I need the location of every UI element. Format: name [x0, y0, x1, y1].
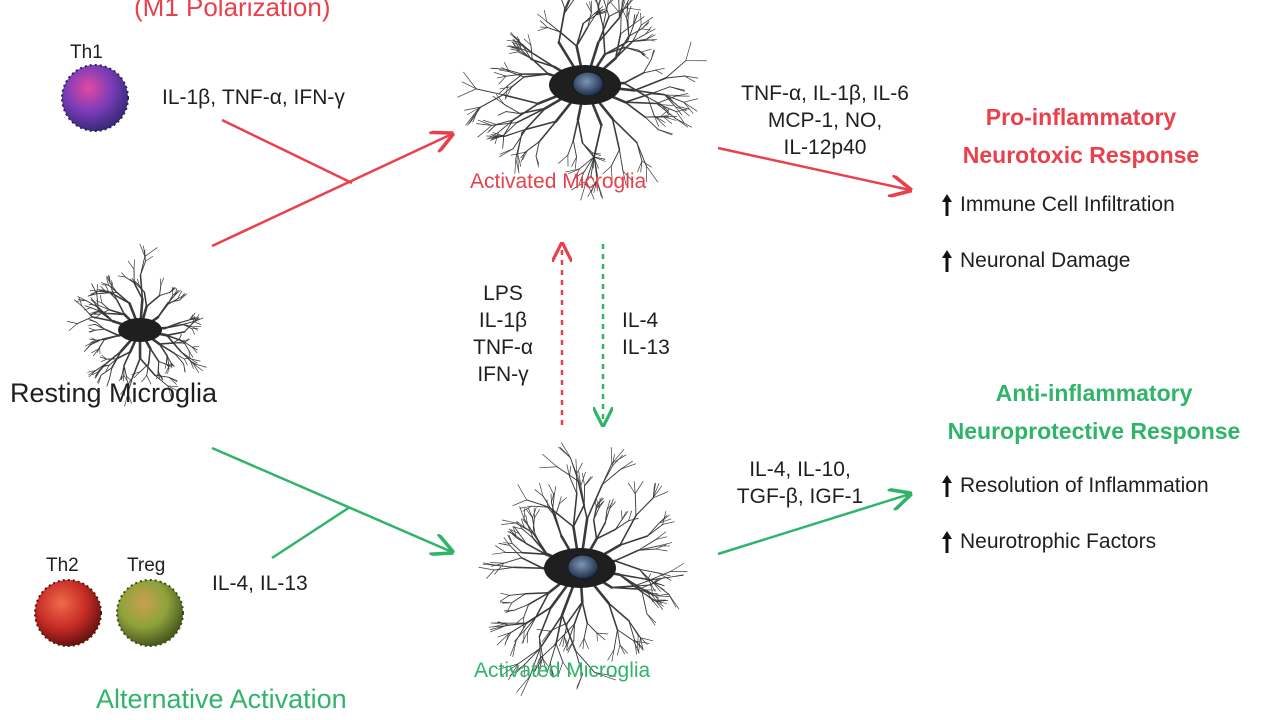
up-arrow-icon	[942, 250, 952, 272]
pro-inflammatory-title-line: Pro-inflammatory	[985, 104, 1177, 130]
th1-cell-sphere-icon	[61, 64, 129, 132]
to-m1-stimulus: IL-1β	[478, 309, 528, 332]
up-arrow-icon	[942, 194, 952, 216]
m1-output-cytokine-line: IL-12p40	[783, 136, 867, 159]
treg-cell-sphere-icon	[116, 579, 184, 647]
th2-to-m2-arrow	[271, 505, 351, 560]
anti-effect-label: Resolution of Inflammation	[960, 474, 1209, 497]
th2-cell-sphere-icon	[34, 579, 102, 647]
pro-inflammatory-title: Pro-inflammatory Neurotoxic Response	[920, 98, 1242, 174]
resting-to-m2-arrow	[211, 446, 452, 552]
anti-effect-item: Resolution of Inflammation	[940, 474, 1209, 498]
to-m1-stimulus: LPS	[483, 282, 523, 305]
th1-cytokines: IL-1β, TNF-α, IFN-γ	[162, 86, 345, 109]
to-m2-stimuli: IL-4 IL-13	[622, 307, 670, 361]
resting-microglia-cell-icon	[67, 243, 207, 407]
to-m2-stimulus: IL-4	[622, 309, 659, 332]
m1-output-arrow	[717, 146, 910, 190]
anti-effect-item: Neurotrophic Factors	[940, 530, 1156, 554]
treg-label: Treg	[127, 555, 166, 576]
anti-effect-label: Neurotrophic Factors	[960, 530, 1157, 553]
m2-output-cytokines: IL-4, IL-10, TGF-β, IGF-1	[722, 456, 878, 510]
m2-output-cytokine-line: TGF-β, IGF-1	[736, 485, 864, 508]
pro-effect-item: Immune Cell Infiltration	[940, 193, 1175, 217]
m1-activated-microglia-label: Activated Microglia	[470, 170, 647, 193]
m2-output-cytokine-line: IL-4, IL-10,	[749, 458, 851, 481]
to-m1-stimulus: TNF-α	[473, 336, 533, 359]
to-m2-stimulus: IL-13	[622, 336, 670, 359]
m1-output-cytokine-line: TNF-α, IL-1β, IL-6	[741, 82, 909, 105]
anti-inflammatory-title-line: Anti-inflammatory	[995, 380, 1193, 406]
up-arrow-icon	[942, 531, 952, 553]
to-m1-stimuli: LPS IL-1β TNF-α IFN-γ	[462, 280, 544, 388]
m1-output-cytokine-line: MCP-1, NO,	[767, 109, 883, 132]
anti-inflammatory-title-line: Neuroprotective Response	[947, 418, 1241, 444]
m2-output-arrow	[717, 494, 910, 556]
alternative-activation-title: Alternative Activation	[96, 684, 347, 714]
m2-activated-microglia-label: Activated Microglia	[474, 659, 651, 682]
pro-effect-label: Immune Cell Infiltration	[960, 193, 1175, 216]
th2-cytokines: IL-4, IL-13	[212, 572, 308, 595]
th2-label: Th2	[46, 555, 79, 576]
anti-inflammatory-title: Anti-inflammatory Neuroprotective Respon…	[912, 374, 1276, 450]
resting-microglia-label: Resting Microglia	[10, 378, 218, 408]
m1-polarization-title: (M1 Polarization)	[134, 0, 331, 22]
activated-microglia-cell-icon	[478, 442, 688, 697]
activated-microglia-cell-icon	[457, 0, 707, 201]
pro-effect-label: Neuronal Damage	[960, 249, 1131, 272]
up-arrow-icon	[942, 475, 952, 497]
resting-to-m1-arrow	[211, 134, 452, 248]
pro-inflammatory-title-line: Neurotoxic Response	[962, 142, 1200, 168]
to-m1-stimulus: IFN-γ	[477, 363, 529, 386]
th1-to-m1-arrow	[221, 118, 353, 185]
th1-label: Th1	[70, 42, 103, 63]
m1-output-cytokines: TNF-α, IL-1β, IL-6 MCP-1, NO, IL-12p40	[722, 80, 928, 161]
pro-effect-item: Neuronal Damage	[940, 249, 1130, 273]
